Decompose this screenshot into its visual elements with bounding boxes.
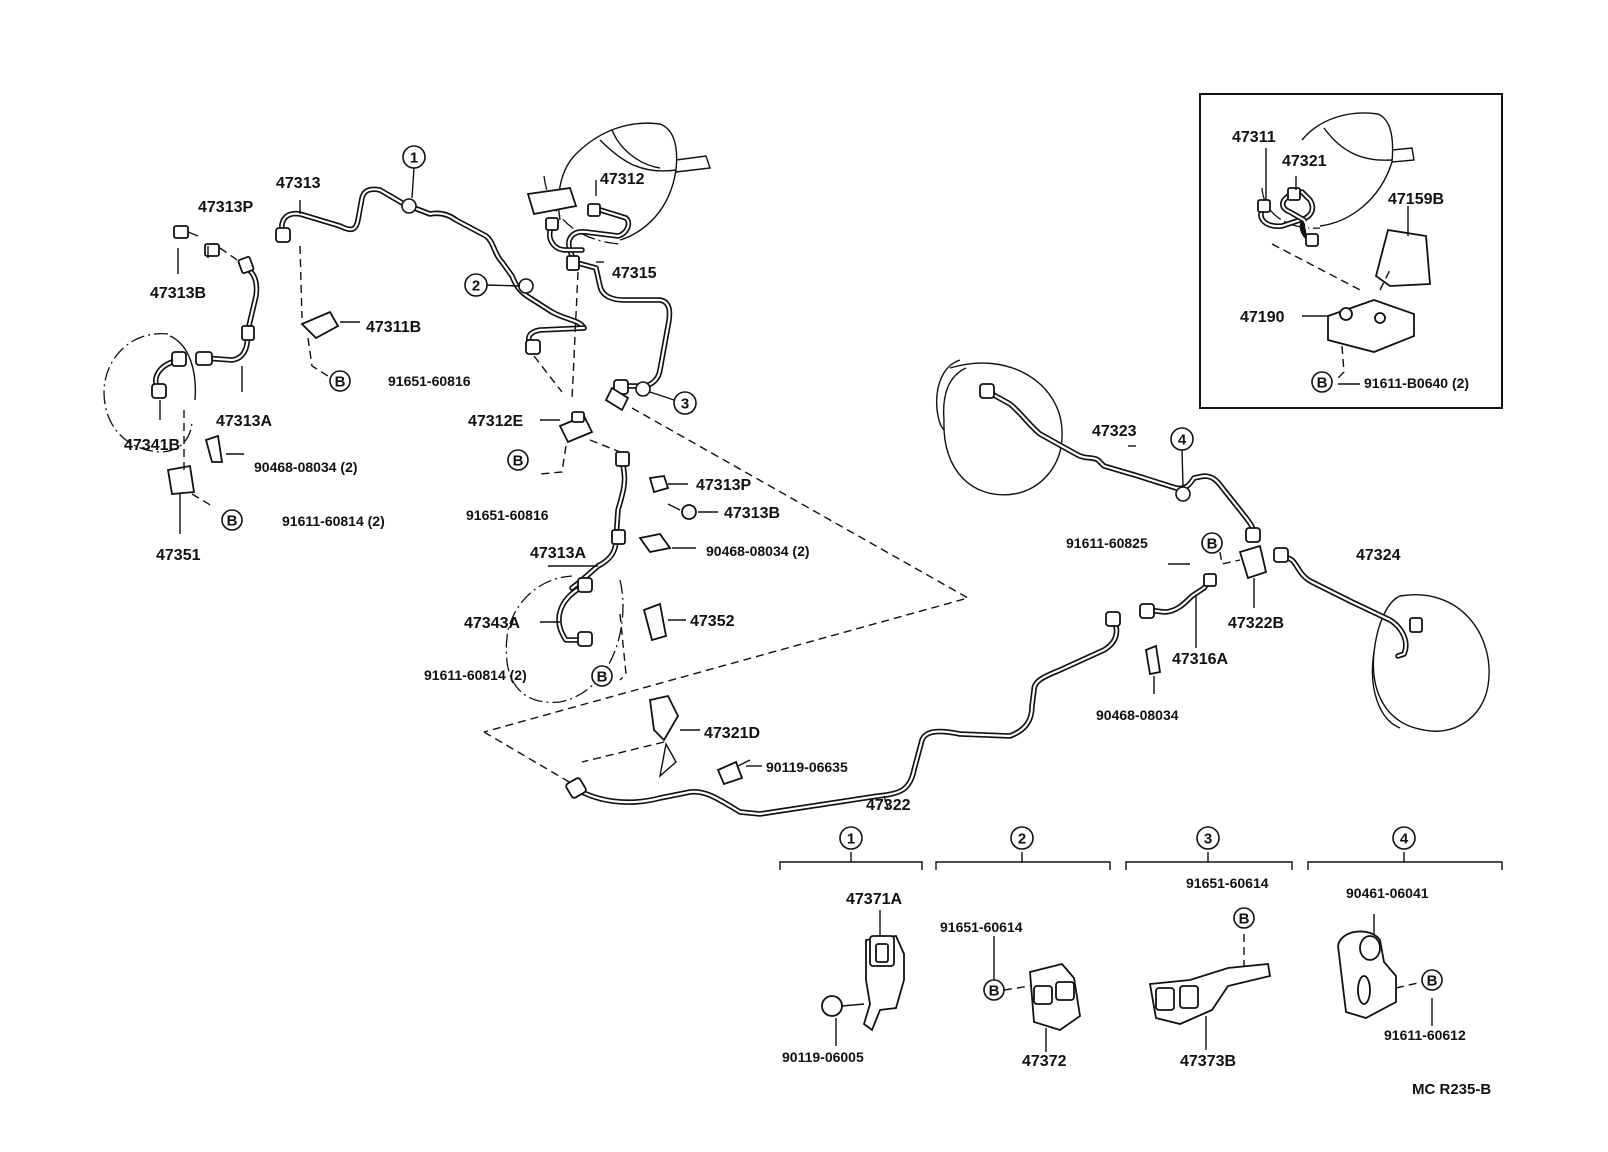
label-47313a-left: 47313A <box>216 413 272 430</box>
inset-label-47321: 47321 <box>1282 153 1327 170</box>
rear-axle-brake-assembly <box>935 359 1490 732</box>
bolt-symbol: B <box>1317 375 1328 392</box>
inset-label-47190: 47190 <box>1240 309 1285 326</box>
inset-label-47159b: 47159B <box>1388 191 1444 208</box>
label-47322: 47322 <box>866 797 911 814</box>
label-47316a: 47316A <box>1172 651 1228 668</box>
bolt-symbol: B <box>335 374 346 391</box>
bolt-symbol: B <box>989 983 1000 1000</box>
detail-views <box>779 852 1503 1052</box>
label-90119-06635: 90119-06635 <box>766 759 848 775</box>
label-47313p-left: 47313P <box>198 199 253 216</box>
bolt-symbol: B <box>513 453 524 470</box>
label-47313b-mid: 47313B <box>724 505 780 522</box>
numbered-callouts: 1 2 3 4 1 2 3 4 <box>402 145 1416 850</box>
detail4-label-91611-60612: 91611-60612 <box>1384 1027 1466 1043</box>
label-47312: 47312 <box>600 171 645 188</box>
bolt-symbol: B <box>227 513 238 530</box>
master-cylinder-booster <box>526 122 711 412</box>
label-91611-60814-2-left: 91611-60814 (2) <box>282 513 385 529</box>
bracket-47321d-assembly <box>581 694 762 786</box>
detail4-label-90461-06041: 90461-06041 <box>1346 885 1429 901</box>
label-47311b: 47311B <box>366 319 421 336</box>
label-47321d: 47321D <box>704 725 760 742</box>
label-90468-08034-2-mid: 90468-08034 (2) <box>706 543 810 559</box>
callout-1: 1 <box>410 150 418 167</box>
label-47322b: 47322B <box>1228 615 1284 632</box>
label-91651-60816-mid: 91651-60816 <box>466 507 549 523</box>
detail1-label-90119-06005: 90119-06005 <box>782 1049 864 1065</box>
diagram-reference-code: MC R235-B <box>1412 1081 1491 1098</box>
detail3-label-47373b: 47373B <box>1180 1053 1236 1070</box>
bolt-symbol: B <box>1427 973 1438 990</box>
label-47313: 47313 <box>276 175 321 192</box>
inset-label-91611-b0640: 91611-B0640 (2) <box>1364 375 1469 391</box>
detail-callout-2: 2 <box>1018 831 1026 848</box>
bolt-symbol: B <box>1207 536 1218 553</box>
callout-3: 3 <box>681 396 689 413</box>
detail2-label-47372: 47372 <box>1022 1053 1067 1070</box>
label-47323: 47323 <box>1092 423 1137 440</box>
detail1-label-47371a: 47371A <box>846 891 902 908</box>
inset-label-47311: 47311 <box>1232 129 1276 146</box>
label-91611-60825: 91611-60825 <box>1066 535 1148 551</box>
left-front-brake-assembly <box>103 225 260 534</box>
label-47341b: 47341B <box>124 437 180 454</box>
tube-47322 <box>565 611 1121 817</box>
label-47351: 47351 <box>156 547 201 564</box>
label-47343a: 47343A <box>464 615 520 632</box>
label-90468-08034-2-left: 90468-08034 (2) <box>254 459 358 475</box>
callout-2: 2 <box>472 278 480 295</box>
label-91651-60816-left: 91651-60816 <box>388 373 471 389</box>
bolt-symbol: B <box>1239 911 1250 928</box>
label-47313b-left: 47313B <box>150 285 206 302</box>
detail-callout-4: 4 <box>1400 831 1409 848</box>
label-90468-08034: 90468-08034 <box>1096 707 1179 723</box>
callout-4: 4 <box>1178 432 1187 449</box>
proportioning-valve-inset <box>1199 93 1503 409</box>
detail2-label-91651-60614: 91651-60614 <box>940 919 1023 935</box>
label-47313a-mid: 47313A <box>530 545 586 562</box>
detail-callout-3: 3 <box>1204 831 1212 848</box>
label-47324: 47324 <box>1356 547 1401 564</box>
bolt-symbols: B B B B B B B B B <box>221 370 1443 1001</box>
label-47315: 47315 <box>612 265 657 282</box>
label-47313p-mid: 47313P <box>696 477 751 494</box>
detail-callout-1: 1 <box>847 831 855 848</box>
part-labels: 47313 47313P 47313B 47311B 91651-60816 4… <box>124 129 1491 1098</box>
right-front-brake-assembly <box>483 407 970 787</box>
bolt-symbol: B <box>597 669 608 686</box>
label-47312e: 47312E <box>468 413 523 430</box>
tube-47313-assembly <box>275 186 587 377</box>
label-91611-60814-2-mid: 91611-60814 (2) <box>424 667 527 683</box>
label-47352: 47352 <box>690 613 735 630</box>
detail3-label-91651-60614: 91651-60614 <box>1186 875 1269 891</box>
